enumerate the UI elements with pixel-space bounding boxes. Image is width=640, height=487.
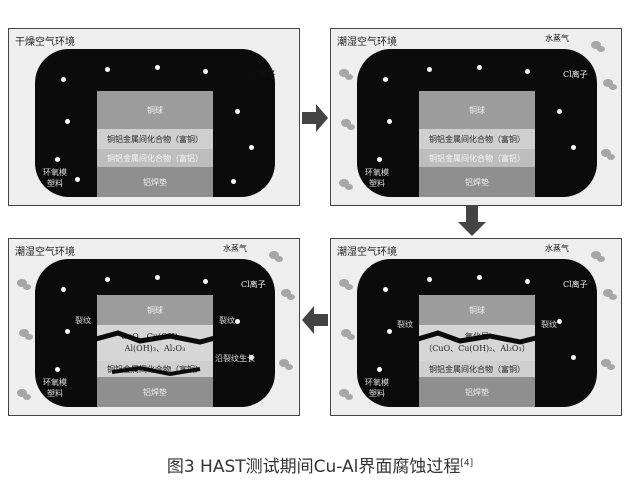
crack-label-left: 裂纹 <box>75 316 91 325</box>
chloride-ion-label: Cl离子 <box>251 70 276 79</box>
imc-copper-rich: 铜铝金属间化合物（富铜） <box>419 129 535 149</box>
environment-label: 干燥空气环境 <box>15 37 75 48</box>
arrow-down-icon <box>458 206 486 236</box>
arrow-left-icon <box>302 306 328 334</box>
environment-label: 潮湿空气环境 <box>337 37 397 48</box>
crack-label-right: 裂纹 <box>541 320 557 329</box>
copper-ball: 铜球 <box>97 91 213 129</box>
epoxy-mold-compound: 铜球 铜铝金属间化合物（富铜） 铜铝金属间化合物（富铝） 铝焊垫 环氧模塑料 <box>35 49 275 197</box>
aluminum-pad: 铝焊垫 <box>97 377 213 407</box>
mold-label: 环氧模塑料 <box>43 378 67 398</box>
copper-ball: 铜球 <box>419 295 535 325</box>
water-vapor-label: 水蒸气 <box>223 244 247 253</box>
chloride-ion-label: Cl离子 <box>241 280 266 289</box>
arrow-right-icon <box>302 104 328 132</box>
crack-label-left: 裂纹 <box>397 320 413 329</box>
crack-seam-panel-4 <box>95 330 227 345</box>
environment-label: 潮湿空气环境 <box>15 247 75 258</box>
crack-seam-panel-3 <box>417 330 549 345</box>
panel-humid-stage-1: 潮湿空气环境 水蒸气 铜球 铜铝金属间化合物（富铜） 铜铝金属间化合物（富铝） … <box>330 28 622 206</box>
epoxy-mold-compound: 铜球 氧化层 （CuO、Cu(OH)₂、Al₂O₃） 铜铝金属间化合物（富铜） … <box>357 259 597 407</box>
panel-dry-air: 干燥空气环境 铜球 铜铝金属间化合物（富铜） 铜铝金属间化合物（富铝） 铝焊垫 … <box>8 28 300 206</box>
chloride-ion-label: Cl离子 <box>563 70 588 79</box>
imc-copper-rich: 铜铝金属间化合物（富铜） <box>419 361 535 377</box>
panel-humid-stage-2: 潮湿空气环境 水蒸气 铜球 氧化层 （CuO、Cu(OH)₂、Al₂O₃） 铜铝… <box>330 238 622 416</box>
caption-text: 图3 HAST测试期间Cu-Al界面腐蚀过程 <box>166 457 461 477</box>
mold-label: 环氧模塑料 <box>365 378 389 398</box>
mold-label: 环氧模塑料 <box>43 168 67 188</box>
environment-label: 潮湿空气环境 <box>337 247 397 258</box>
crack-seam-panel-4-lower <box>111 365 201 377</box>
crack-label-right: 裂纹 <box>219 316 235 325</box>
copper-ball: 铜球 <box>97 295 213 325</box>
crack-growth-label: 沿裂纹生长 <box>215 354 255 363</box>
aluminum-pad: 铝焊垫 <box>97 167 213 197</box>
caption-reference: [4] <box>460 458 474 469</box>
imc-aluminum-rich: 铜铝金属间化合物（富铝） <box>419 149 535 167</box>
copper-ball: 铜球 <box>419 91 535 129</box>
water-vapor-label: 水蒸气 <box>545 34 569 43</box>
aluminum-pad: 铝焊垫 <box>419 167 535 197</box>
epoxy-mold-compound: 铜球 铜铝金属间化合物（富铜） 铜铝金属间化合物（富铝） 铝焊垫 环氧模塑料 <box>357 49 597 197</box>
mold-label: 环氧模塑料 <box>365 168 389 188</box>
water-vapor-label: 水蒸气 <box>545 244 569 253</box>
imc-aluminum-rich: 铜铝金属间化合物（富铝） <box>97 149 213 167</box>
aluminum-pad: 铝焊垫 <box>419 377 535 407</box>
figure-caption: 图3 HAST测试期间Cu-Al界面腐蚀过程[4] <box>0 452 640 477</box>
imc-copper-rich: 铜铝金属间化合物（富铜） <box>97 129 213 149</box>
chloride-ion-label: Cl离子 <box>563 280 588 289</box>
